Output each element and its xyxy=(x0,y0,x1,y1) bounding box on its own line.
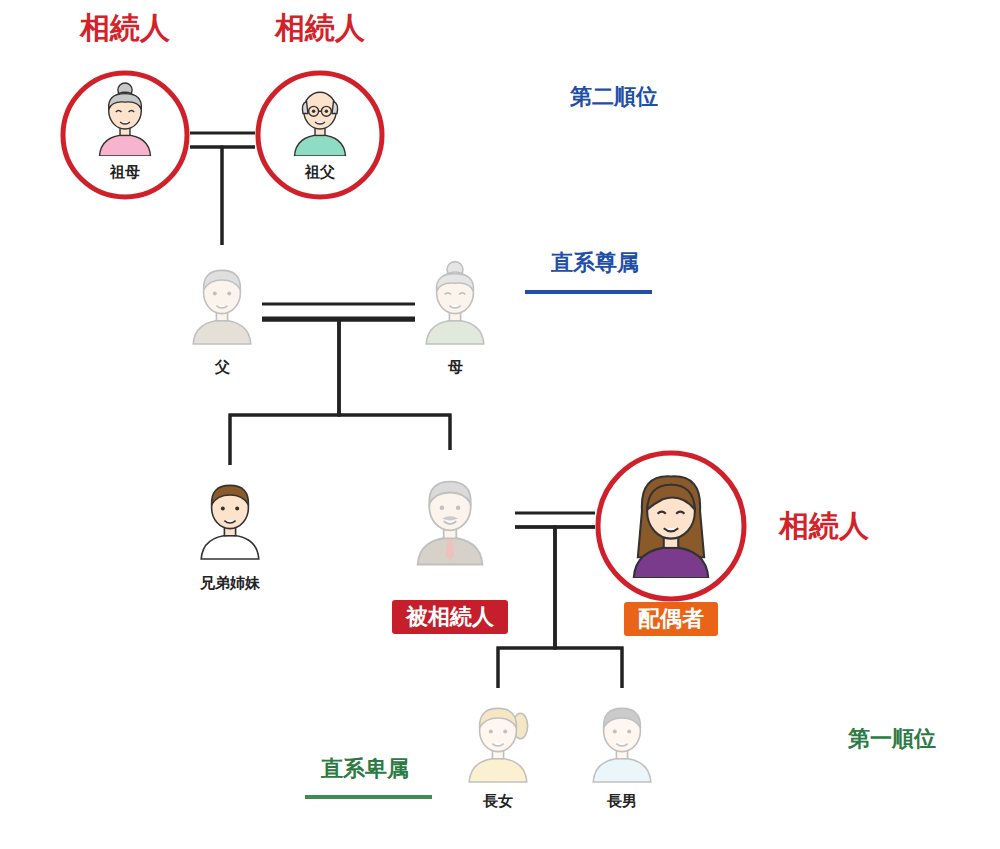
person-name: 祖母 xyxy=(110,163,140,181)
descent-stroke xyxy=(262,320,450,450)
text-holder: 父 xyxy=(182,357,262,376)
person: 長男 xyxy=(582,688,662,818)
person: 母 xyxy=(415,245,495,385)
priority-region: 第二順位相続人祖母相続人祖父父母 xyxy=(62,70,707,392)
priority-region: 第一順位長女 長男 xyxy=(432,672,962,824)
text-holder: 被相続人 xyxy=(385,600,515,634)
lineage-label: 直系尊属 xyxy=(551,250,639,276)
region-title: 第一順位 xyxy=(848,726,936,752)
heir-person: 相続人祖父 xyxy=(255,10,385,210)
text-holder: 兄弟姉妹 xyxy=(180,573,280,592)
deceased-person: 被相続人 xyxy=(385,450,515,640)
text-holder: 直系尊属 xyxy=(530,250,660,276)
person: 長女 xyxy=(458,688,538,818)
heir-person: 相続人祖母 xyxy=(60,10,190,210)
person-figure xyxy=(458,688,538,788)
descent-line xyxy=(222,147,255,245)
person-figure xyxy=(582,688,662,788)
person: 父 xyxy=(182,245,262,385)
person: 兄弟姉妹 xyxy=(180,465,280,595)
deceased-tag: 被相続人 xyxy=(392,600,508,634)
descent-stroke xyxy=(222,147,255,245)
marriage-line xyxy=(190,133,255,147)
text-holder: 長男 xyxy=(582,791,662,810)
text-holder: 祖父 xyxy=(255,162,385,181)
region-outline xyxy=(435,675,960,822)
descent-stroke xyxy=(190,147,222,245)
text-holder: 直系卑属 xyxy=(300,756,430,782)
person-figure xyxy=(405,455,495,575)
spouse-person: 相続人配偶者 xyxy=(595,450,885,642)
heir-label: 相続人 xyxy=(275,10,365,46)
text-holder: 相続人 xyxy=(763,508,885,544)
leader-line xyxy=(305,795,432,799)
marriage-stroke xyxy=(515,512,595,515)
text-holder: 配偶者 xyxy=(605,602,737,636)
text-holder: 相続人 xyxy=(60,10,190,46)
lineage-label: 直系卑属 xyxy=(321,756,409,782)
marriage-line xyxy=(515,513,595,527)
person-name: 母 xyxy=(448,358,463,376)
person-name: 長男 xyxy=(607,792,637,810)
person-name: 父 xyxy=(215,358,230,376)
marriage-stroke xyxy=(190,132,255,135)
spouse-tag: 配偶者 xyxy=(624,602,718,636)
person-figure xyxy=(415,250,495,350)
heir-label: 相続人 xyxy=(779,508,869,544)
text-holder: 母 xyxy=(415,357,495,376)
leader-line xyxy=(525,290,652,294)
heir-label: 相続人 xyxy=(80,10,170,46)
descent-stroke xyxy=(230,320,415,465)
marriage-stroke xyxy=(262,303,415,306)
marriage-line xyxy=(262,304,415,318)
descent-line xyxy=(190,147,222,245)
descent-line xyxy=(262,320,450,450)
heir-circle-figure xyxy=(595,450,747,602)
person-name: 祖父 xyxy=(305,163,335,181)
person-name: 兄弟姉妹 xyxy=(200,574,260,592)
person-figure xyxy=(182,250,262,350)
descent-line xyxy=(230,320,415,465)
person-name: 長女 xyxy=(483,792,513,810)
text-holder: 長女 xyxy=(458,791,538,810)
text-holder: 第一順位 xyxy=(822,726,962,752)
text-holder: 祖母 xyxy=(60,162,190,181)
text-holder: 第二順位 xyxy=(534,84,694,110)
person-figure xyxy=(190,465,270,565)
region-title: 第二順位 xyxy=(570,84,658,110)
descent-line xyxy=(498,527,595,688)
text-holder: 相続人 xyxy=(255,10,385,46)
descent-stroke xyxy=(498,527,595,688)
